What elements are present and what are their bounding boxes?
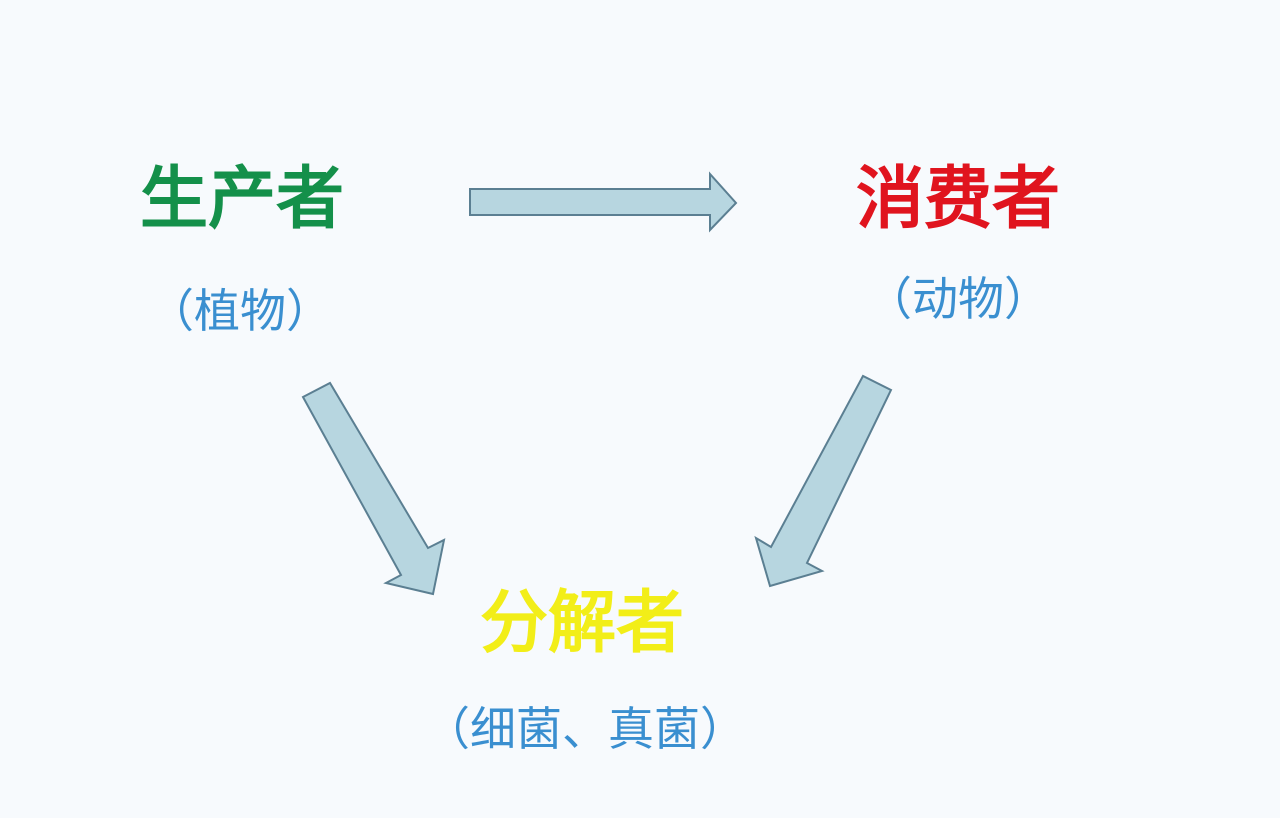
producer-subtitle: （植物）: [148, 284, 332, 338]
consumer-title: 消费者: [855, 160, 1060, 239]
decomposer-title: 分解者: [479, 584, 684, 663]
arrow-producer-to-decomposer: [301, 381, 446, 596]
consumer-subtitle: （动物）: [866, 272, 1050, 326]
decomposer-subtitle: （细菌、真菌）: [424, 702, 746, 756]
producer-title: 生产者: [139, 160, 344, 239]
arrow-consumer-to-decomposer: [754, 374, 893, 588]
arrow-producer-to-consumer: [469, 171, 738, 233]
